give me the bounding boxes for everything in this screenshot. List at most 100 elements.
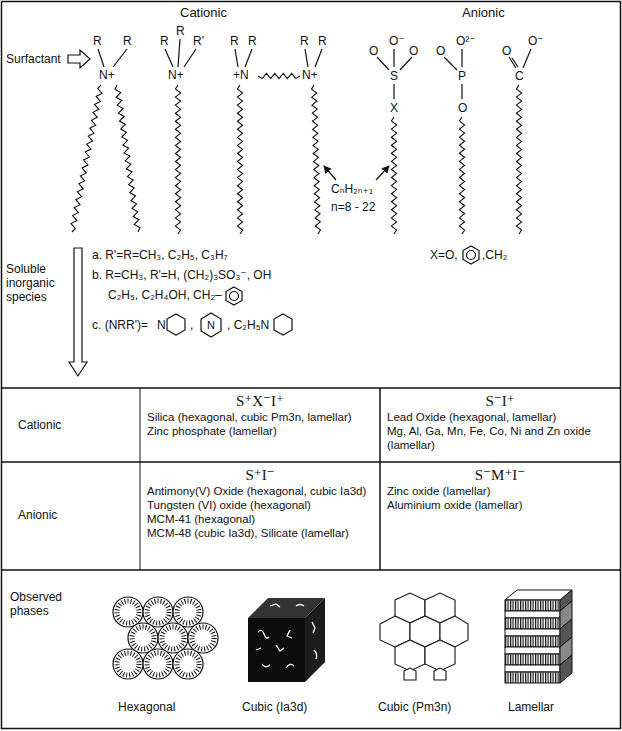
drawing-stroke <box>505 611 560 618</box>
drawing-stroke <box>226 287 242 305</box>
drawing-stroke <box>305 49 308 67</box>
drawing-stroke <box>256 604 317 668</box>
drawing-stroke <box>165 49 173 67</box>
drawing-stroke <box>140 388 141 570</box>
row-heading: Observed phases <box>10 590 90 618</box>
drawing-stroke <box>444 57 457 70</box>
drawing-stroke <box>117 601 139 623</box>
drawing-stroke <box>245 49 252 67</box>
atom-label: R <box>123 34 132 48</box>
atom-label: P <box>458 69 466 83</box>
substituent-note: X=O, <box>430 248 458 262</box>
drawing-stroke <box>505 672 560 683</box>
drawing-stroke <box>505 654 560 665</box>
phase-name: Cubic (Pm3n) <box>378 700 451 714</box>
drawing-stroke <box>380 593 468 680</box>
atom-label: O²⁻ <box>456 34 476 48</box>
alkyl-tail <box>175 85 180 234</box>
drawing-stroke <box>162 627 184 649</box>
drawing-stroke <box>505 600 560 611</box>
drawing-stroke <box>1 461 621 463</box>
drawing-stroke <box>276 645 284 651</box>
mechanism-label: S⁻I⁺ <box>387 392 613 410</box>
atom-label: O⁻ <box>389 34 405 48</box>
drawing-stroke <box>167 314 185 335</box>
column-heading: Anionic <box>462 6 505 20</box>
drawing-stroke <box>312 622 315 633</box>
phase-name: Hexagonal <box>118 700 175 714</box>
atom-label: O <box>409 44 418 58</box>
atom-label: O <box>436 44 445 58</box>
alkyl-tail <box>391 117 396 234</box>
atom-label: R <box>248 34 257 48</box>
atom-label: C <box>515 69 524 83</box>
material-entry: Silica (hexagonal, cubic Pm3n, lamellar) <box>147 410 373 424</box>
atom-label: O <box>502 44 511 58</box>
drawing-stroke <box>235 49 238 67</box>
atom-label: R <box>230 34 239 48</box>
drawing-stroke <box>560 655 572 683</box>
atom-label: R <box>300 34 309 48</box>
drawing-stroke <box>393 84 394 99</box>
drawing-stroke <box>505 647 560 654</box>
drawing-stroke <box>274 314 292 335</box>
drawing-stroke <box>256 648 261 650</box>
drawing-stroke <box>512 58 518 67</box>
drawing-stroke <box>173 649 203 679</box>
drawing-stroke <box>461 84 462 99</box>
drawing-stroke <box>379 388 381 570</box>
drawing-stroke <box>143 597 173 627</box>
drawing-stroke <box>147 653 169 675</box>
drawing-stroke <box>113 597 218 679</box>
drawing-stroke <box>113 597 218 679</box>
substituent-note: , C₂H₅N <box>227 318 269 332</box>
drawing-stroke <box>505 590 572 683</box>
table-cell: S⁻M⁺I⁻Zinc oxide (lamellar)Aluminium oxi… <box>380 462 620 570</box>
drawing-stroke <box>248 598 325 682</box>
atom-label: R <box>160 34 169 48</box>
chain-formula: CₙH₂ₙ₊₁ <box>331 182 373 196</box>
alkyl-tail <box>71 85 102 232</box>
atom-label: O <box>369 44 378 58</box>
drawing-stroke <box>463 246 479 264</box>
drawing-stroke <box>296 605 304 607</box>
drawing-stroke <box>1 569 621 571</box>
alkyl-tail <box>258 73 300 78</box>
drawing-stroke <box>158 623 188 653</box>
table-cell: S⁺I⁻Antimony(V) Oxide (hexagonal, cubic … <box>140 462 380 570</box>
phase-name: Lamellar <box>508 700 554 714</box>
material-entry: MCM-48 (cubic Ia3d), Silicate (lamellar) <box>147 526 373 540</box>
drawing-stroke <box>467 251 476 260</box>
drawing-stroke <box>395 640 425 671</box>
material-entry: Zinc phosphate (lamellar) <box>147 424 373 438</box>
atom-label: X <box>390 101 398 115</box>
drawing-stroke <box>461 49 462 67</box>
material-entry: Aluminium oxide (lamellar) <box>387 498 613 512</box>
atom-label: N <box>157 318 166 332</box>
substituent-note: b. R=CH₃, R'=H, (CH₂)₃SO₃⁻, OH <box>92 268 271 282</box>
drawing-stroke <box>376 166 389 180</box>
atom-label: N+ <box>168 68 184 82</box>
table-cell: S⁻I⁺Lead Oxide (hexagonal, lamellar)Mg, … <box>380 388 620 462</box>
phase-name: Cubic (Ia3d) <box>242 700 307 714</box>
drawing-stroke <box>262 664 270 667</box>
drawing-stroke <box>315 49 322 67</box>
drawing-stroke <box>314 650 317 659</box>
drawing-stroke <box>324 166 336 180</box>
drawing-stroke <box>177 601 199 623</box>
drawing-stroke <box>287 630 292 638</box>
drawing-stroke <box>132 627 154 649</box>
material-entry: MCM-41 (hexagonal) <box>147 512 373 526</box>
table-cell: S⁺X⁻I⁺Silica (hexagonal, cubic Pm3n, lam… <box>140 388 380 462</box>
mechanism-label: S⁺X⁻I⁺ <box>147 392 373 410</box>
atom-label: S <box>390 69 398 83</box>
atom-label: R <box>176 24 185 38</box>
drawing-stroke <box>98 39 531 337</box>
drawing-stroke <box>505 629 560 636</box>
alkyl-tail <box>459 117 464 234</box>
drawing-stroke <box>143 649 173 679</box>
atom-label: N+ <box>302 68 318 82</box>
